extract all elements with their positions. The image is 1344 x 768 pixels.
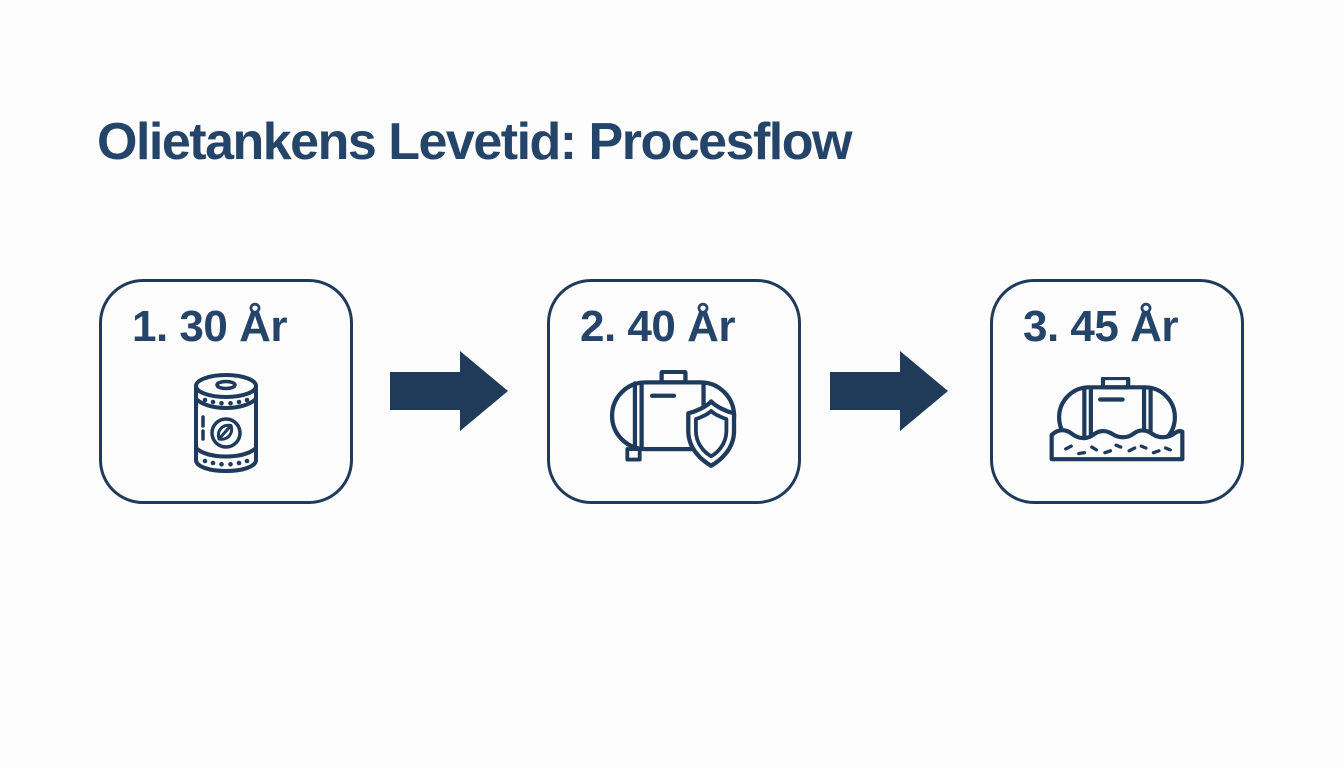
step-label: 1. 30 År [132, 302, 287, 351]
tank-with-shield-icon [609, 370, 737, 468]
page-title: Olietankens Levetid: Procesflow [97, 113, 852, 171]
step-box-45-years: 3. 45 År [990, 279, 1244, 504]
buried-tank-icon [1049, 377, 1185, 462]
step-box-40-years: 2. 40 År [547, 279, 801, 504]
arrow-right-icon [390, 351, 508, 431]
step-label: 2. 40 År [580, 302, 735, 351]
step-box-30-years: 1. 30 År [99, 279, 353, 504]
oil-drum-icon [194, 373, 258, 473]
arrow-right-icon [830, 351, 948, 431]
step-label: 3. 45 År [1023, 302, 1178, 351]
